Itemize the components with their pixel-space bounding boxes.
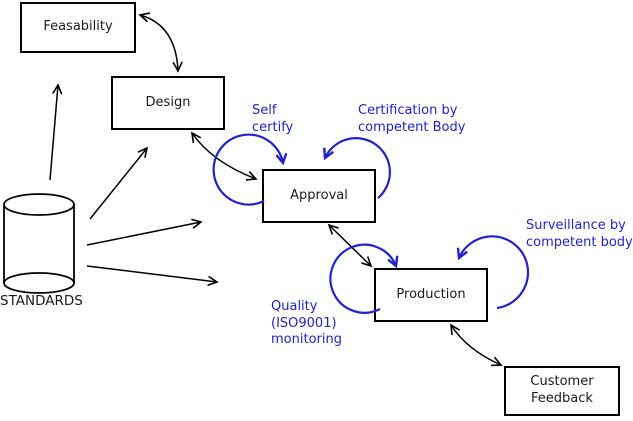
label-certification: Certification by competent Body — [358, 103, 466, 135]
arrow-production-feedback — [450, 323, 503, 367]
node-approval: Approval — [262, 169, 376, 223]
node-design: Design — [111, 76, 225, 130]
standards-cylinder — [3, 193, 75, 294]
arrow-design-approval — [190, 131, 258, 181]
node-production-label: Production — [396, 286, 466, 302]
arrow-standards-to-approval — [86, 218, 203, 246]
arrow-standards-to-design — [89, 146, 149, 220]
cylinder-bottom — [3, 272, 75, 294]
node-customer-feedback-label: Customer Feedback — [530, 374, 594, 406]
cylinder-top — [3, 193, 75, 216]
node-design-label: Design — [145, 94, 191, 110]
label-surveillance: Surveillance by competent body — [526, 218, 633, 250]
node-feasability-label: Feasability — [43, 19, 113, 35]
arrow-standards-to-feasability — [49, 83, 63, 181]
node-production: Production — [374, 268, 488, 322]
node-customer-feedback: Customer Feedback — [504, 366, 620, 416]
arrow-standards-to-production — [86, 265, 219, 287]
node-approval-label: Approval — [290, 187, 348, 203]
node-feasability: Feasability — [20, 2, 136, 53]
arrow-feasability-design — [138, 12, 183, 73]
label-standards: STANDARDS — [0, 293, 83, 309]
label-quality: Quality (ISO9001) monitoring — [271, 299, 342, 347]
arrow-approval-production — [327, 223, 373, 268]
label-self-certify: Self certify — [252, 103, 294, 135]
